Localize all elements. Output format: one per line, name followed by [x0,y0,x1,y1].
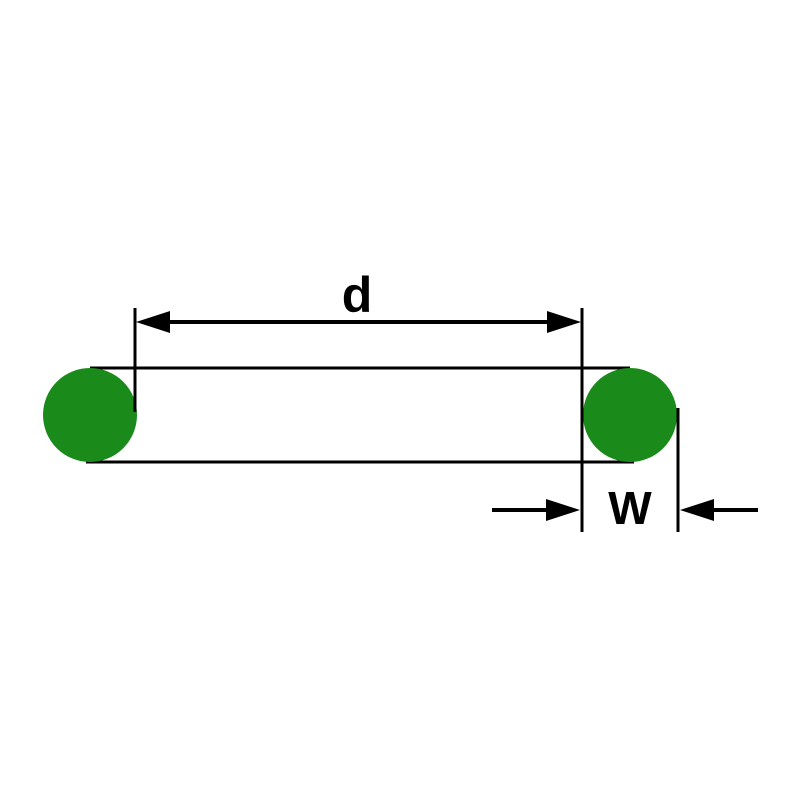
oring-cross-section-left [43,368,137,462]
width-label: W [608,482,652,534]
arrowhead-right-icon [547,311,581,333]
oring-cross-section-right [583,368,677,462]
inner-diameter-dimension: d [136,267,581,333]
arrowhead-left-icon [136,311,170,333]
w-arrowhead-left-icon [546,499,580,521]
width-dimension: W [492,482,758,534]
w-arrowhead-right-icon [680,499,714,521]
inner-diameter-label: d [342,267,373,323]
